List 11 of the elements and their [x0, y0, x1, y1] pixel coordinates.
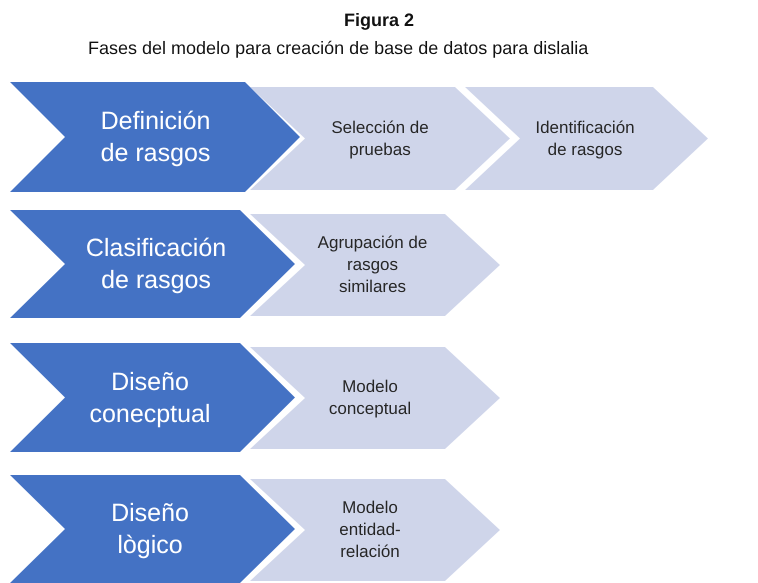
phase-label: Diseño lògico — [110, 498, 190, 561]
step-label: Identificación de rasgos — [534, 116, 636, 160]
step-label: Modelo conceptual — [328, 376, 412, 420]
phase-label: Clasificación de rasgos — [84, 233, 228, 296]
figure-subtitle: Fases del modelo para creación de base de datos para dislalia — [88, 38, 588, 59]
step-label: Modelo entidad-relación — [338, 497, 402, 563]
step-label: Selección de pruebas — [330, 116, 430, 160]
figure-title: Figura 2 — [342, 10, 415, 31]
phase-label: Diseño conecptual — [88, 366, 212, 430]
step-label: Agrupación de rasgos similares — [316, 232, 428, 298]
phase-label: Definición de rasgos — [100, 106, 212, 169]
